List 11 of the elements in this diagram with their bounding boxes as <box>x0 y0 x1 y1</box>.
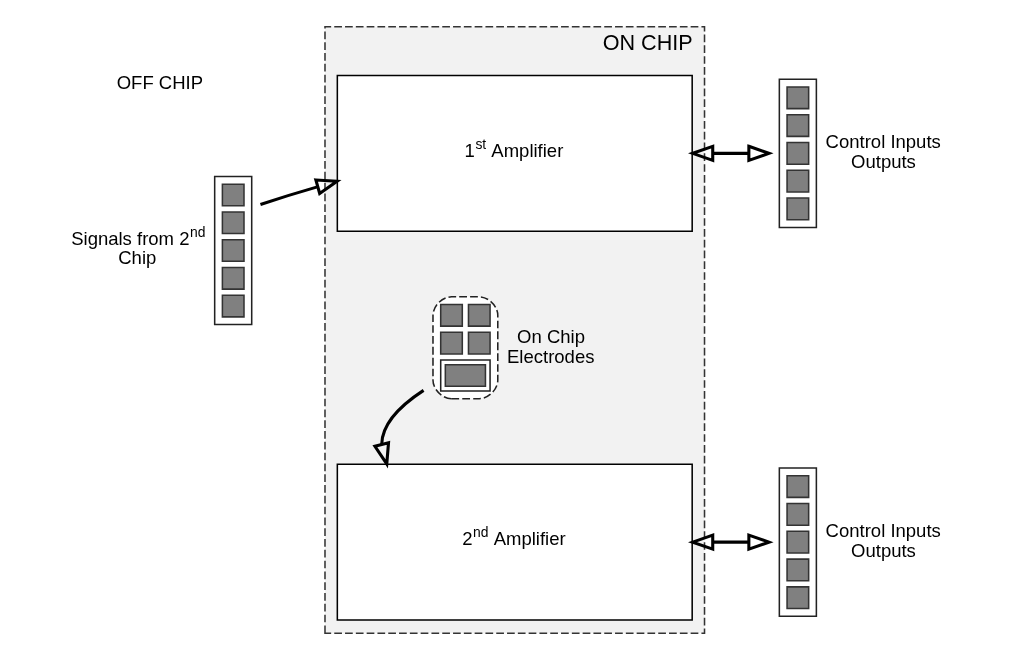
arrow <box>259 178 342 206</box>
node-label: Signals from 2$^{nd}$ Chip <box>71 224 206 268</box>
node-label: Control Inputs Outputs <box>825 519 941 561</box>
arrow <box>688 532 774 552</box>
arrow <box>372 389 425 469</box>
node-box: 1$^{st}$ Amplifier <box>336 74 693 233</box>
arrow <box>688 144 774 163</box>
node-label: On Chip Electrodes <box>507 325 595 367</box>
node-box: 2$^{nd}$ Amplifier <box>336 463 693 621</box>
label: OFF CHIP <box>116 71 204 93</box>
node-label: Control Inputs Outputs <box>825 131 941 173</box>
